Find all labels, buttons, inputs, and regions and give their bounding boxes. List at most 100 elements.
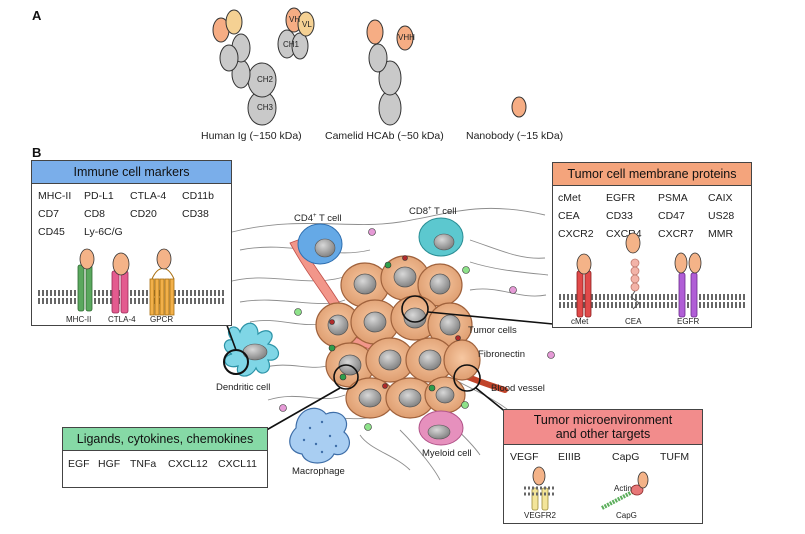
cd4-plus: + bbox=[313, 213, 317, 219]
blood-vessel-label: Blood vessel bbox=[491, 383, 545, 394]
cmet-receptor bbox=[576, 270, 592, 318]
ligand-item: CXCL11 bbox=[218, 458, 257, 470]
nanobody-diagram bbox=[511, 96, 527, 118]
cmet-label: cMet bbox=[571, 317, 589, 326]
ligand-item: CXCL12 bbox=[168, 458, 208, 470]
tumor-cells-label: Tumor cells bbox=[468, 325, 517, 336]
callout-connectors bbox=[224, 295, 554, 433]
protein-item: US28 bbox=[708, 210, 735, 222]
immune-marker-list: MHC-II PD-L1 CTLA-4 CD11b CD7 CD8 CD20 C… bbox=[32, 184, 231, 238]
capg-label: CapG bbox=[616, 511, 637, 520]
marker-item: Ly-6C/G bbox=[84, 226, 123, 238]
ligands-box: Ligands, cytokines, chemokines EGF HGF T… bbox=[62, 427, 268, 488]
tumor-protein-list: cMet EGFR PSMA CAIX CEA CD33 CD47 US28 C… bbox=[553, 186, 751, 240]
marker-item: CD45 bbox=[38, 226, 65, 238]
cd8-t-cell-text: T cell bbox=[431, 206, 457, 218]
ligand-item: TNFa bbox=[130, 458, 157, 470]
ligand-item: HGF bbox=[98, 458, 121, 470]
panel-a-letter: A bbox=[32, 8, 42, 23]
cd4-t-cell-text: T cell bbox=[316, 213, 342, 225]
ch3-domain-label: CH3 bbox=[257, 103, 274, 112]
protein-item: CAIX bbox=[708, 192, 733, 204]
vegfr2-nanobody bbox=[532, 466, 546, 486]
marker-item: CD38 bbox=[182, 208, 209, 220]
gpcr-label: GPCR bbox=[150, 315, 174, 324]
egfr-nanobody-left bbox=[674, 252, 688, 274]
actin-label: Actin bbox=[614, 484, 632, 493]
mhc-ii-label: MHC-II bbox=[66, 315, 92, 324]
marker-item: MHC-II bbox=[38, 190, 72, 202]
microenvironment-box: Tumor microenvironment and other targets… bbox=[503, 409, 703, 524]
mhc-ii-receptor bbox=[77, 264, 93, 312]
protein-item: CXCR2 bbox=[558, 228, 594, 240]
immune-membrane-illustration bbox=[38, 248, 226, 316]
capg-nanobody bbox=[637, 471, 649, 489]
human-ig-diagram bbox=[212, 7, 315, 126]
protein-item: PSMA bbox=[658, 192, 688, 204]
myeloid-cell-label: Myeloid cell bbox=[422, 448, 472, 459]
dendritic-cell bbox=[223, 322, 280, 377]
target-item: EIIIB bbox=[558, 451, 581, 463]
myeloid-cell bbox=[418, 410, 464, 446]
cd8-t-cell-label: CD8+ T cell bbox=[409, 206, 457, 217]
cea-receptor bbox=[630, 258, 640, 292]
gpcr-receptor bbox=[149, 278, 175, 316]
ligands-title: Ligands, cytokines, chemokines bbox=[63, 428, 267, 451]
macrophage bbox=[289, 407, 350, 464]
ctla-4-receptor bbox=[111, 270, 129, 314]
ctla-4-nanobody bbox=[112, 252, 130, 276]
capg-protein bbox=[630, 484, 644, 496]
protein-item: MMR bbox=[708, 228, 734, 240]
human-ig-caption: Human Ig (~150 kDa) bbox=[201, 130, 302, 142]
vl-domain-label: VL bbox=[302, 20, 312, 29]
cd4-text: CD4 bbox=[294, 213, 314, 225]
immune-markers-box: Immune cell markers MHC-II PD-L1 CTLA-4 … bbox=[31, 160, 232, 326]
cd8-plus: + bbox=[428, 206, 432, 212]
protein-item: cMet bbox=[558, 192, 581, 204]
vegfr2-receptor bbox=[531, 487, 549, 511]
marker-item: CD7 bbox=[38, 208, 60, 220]
microenvironment-title-line1: Tumor microenvironment bbox=[533, 413, 673, 427]
egfr-receptor bbox=[678, 272, 698, 318]
microenvironment-illustration bbox=[524, 466, 649, 511]
marker-item: PD-L1 bbox=[84, 190, 114, 202]
protein-item: CEA bbox=[558, 210, 580, 222]
marker-item: CD11b bbox=[182, 190, 214, 202]
vh-domain-label: VH bbox=[289, 15, 301, 24]
protein-item: CD33 bbox=[606, 210, 633, 222]
target-item: VEGF bbox=[510, 451, 539, 463]
ligand-list: EGF HGF TNFa CXCL12 CXCL11 bbox=[63, 451, 267, 470]
tumor-membrane-illustration bbox=[559, 232, 745, 318]
marker-item: CD8 bbox=[84, 208, 106, 220]
protein-item: EGFR bbox=[606, 192, 636, 204]
ctla-4-label: CTLA-4 bbox=[108, 315, 136, 324]
vegfr2-label: VEGFR2 bbox=[524, 511, 557, 520]
microenvironment-list: VEGF EIIIB CapG TUFM bbox=[504, 445, 702, 463]
protein-item: CXCR7 bbox=[658, 228, 694, 240]
immune-markers-title: Immune cell markers bbox=[32, 161, 231, 184]
target-item: CapG bbox=[612, 451, 640, 463]
egfr-label: EGFR bbox=[677, 317, 700, 326]
tumor-proteins-title: Tumor cell membrane proteins bbox=[553, 163, 751, 186]
nanobody-caption: Nanobody (~15 kDa) bbox=[466, 130, 564, 142]
target-item: TUFM bbox=[660, 451, 690, 463]
ligand-item: EGF bbox=[68, 458, 90, 470]
microenvironment-title-line2: and other targets bbox=[555, 427, 651, 441]
vhh-domain-label: VHH bbox=[398, 33, 415, 42]
egfr-nanobody-right bbox=[688, 252, 702, 274]
dendritic-cell-label: Dendritic cell bbox=[216, 382, 271, 393]
camelid-hcab-diagram bbox=[366, 19, 414, 126]
panel-b-letter: B bbox=[32, 145, 42, 160]
cd8-t-cell bbox=[418, 217, 464, 257]
macrophage-label: Macrophage bbox=[292, 466, 345, 477]
cd4-t-cell bbox=[297, 223, 343, 265]
mhc-ii-nanobody bbox=[79, 248, 95, 270]
cd4-t-cell-label: CD4+ T cell bbox=[294, 213, 342, 224]
fibronectin-label: Fibronectin bbox=[478, 349, 525, 360]
ch1-domain-label: CH1 bbox=[283, 40, 300, 49]
ch2-domain-label: CH2 bbox=[257, 75, 274, 84]
gpcr-nanobody bbox=[156, 248, 172, 270]
protein-item: CD47 bbox=[658, 210, 685, 222]
cea-label: CEA bbox=[625, 317, 642, 326]
